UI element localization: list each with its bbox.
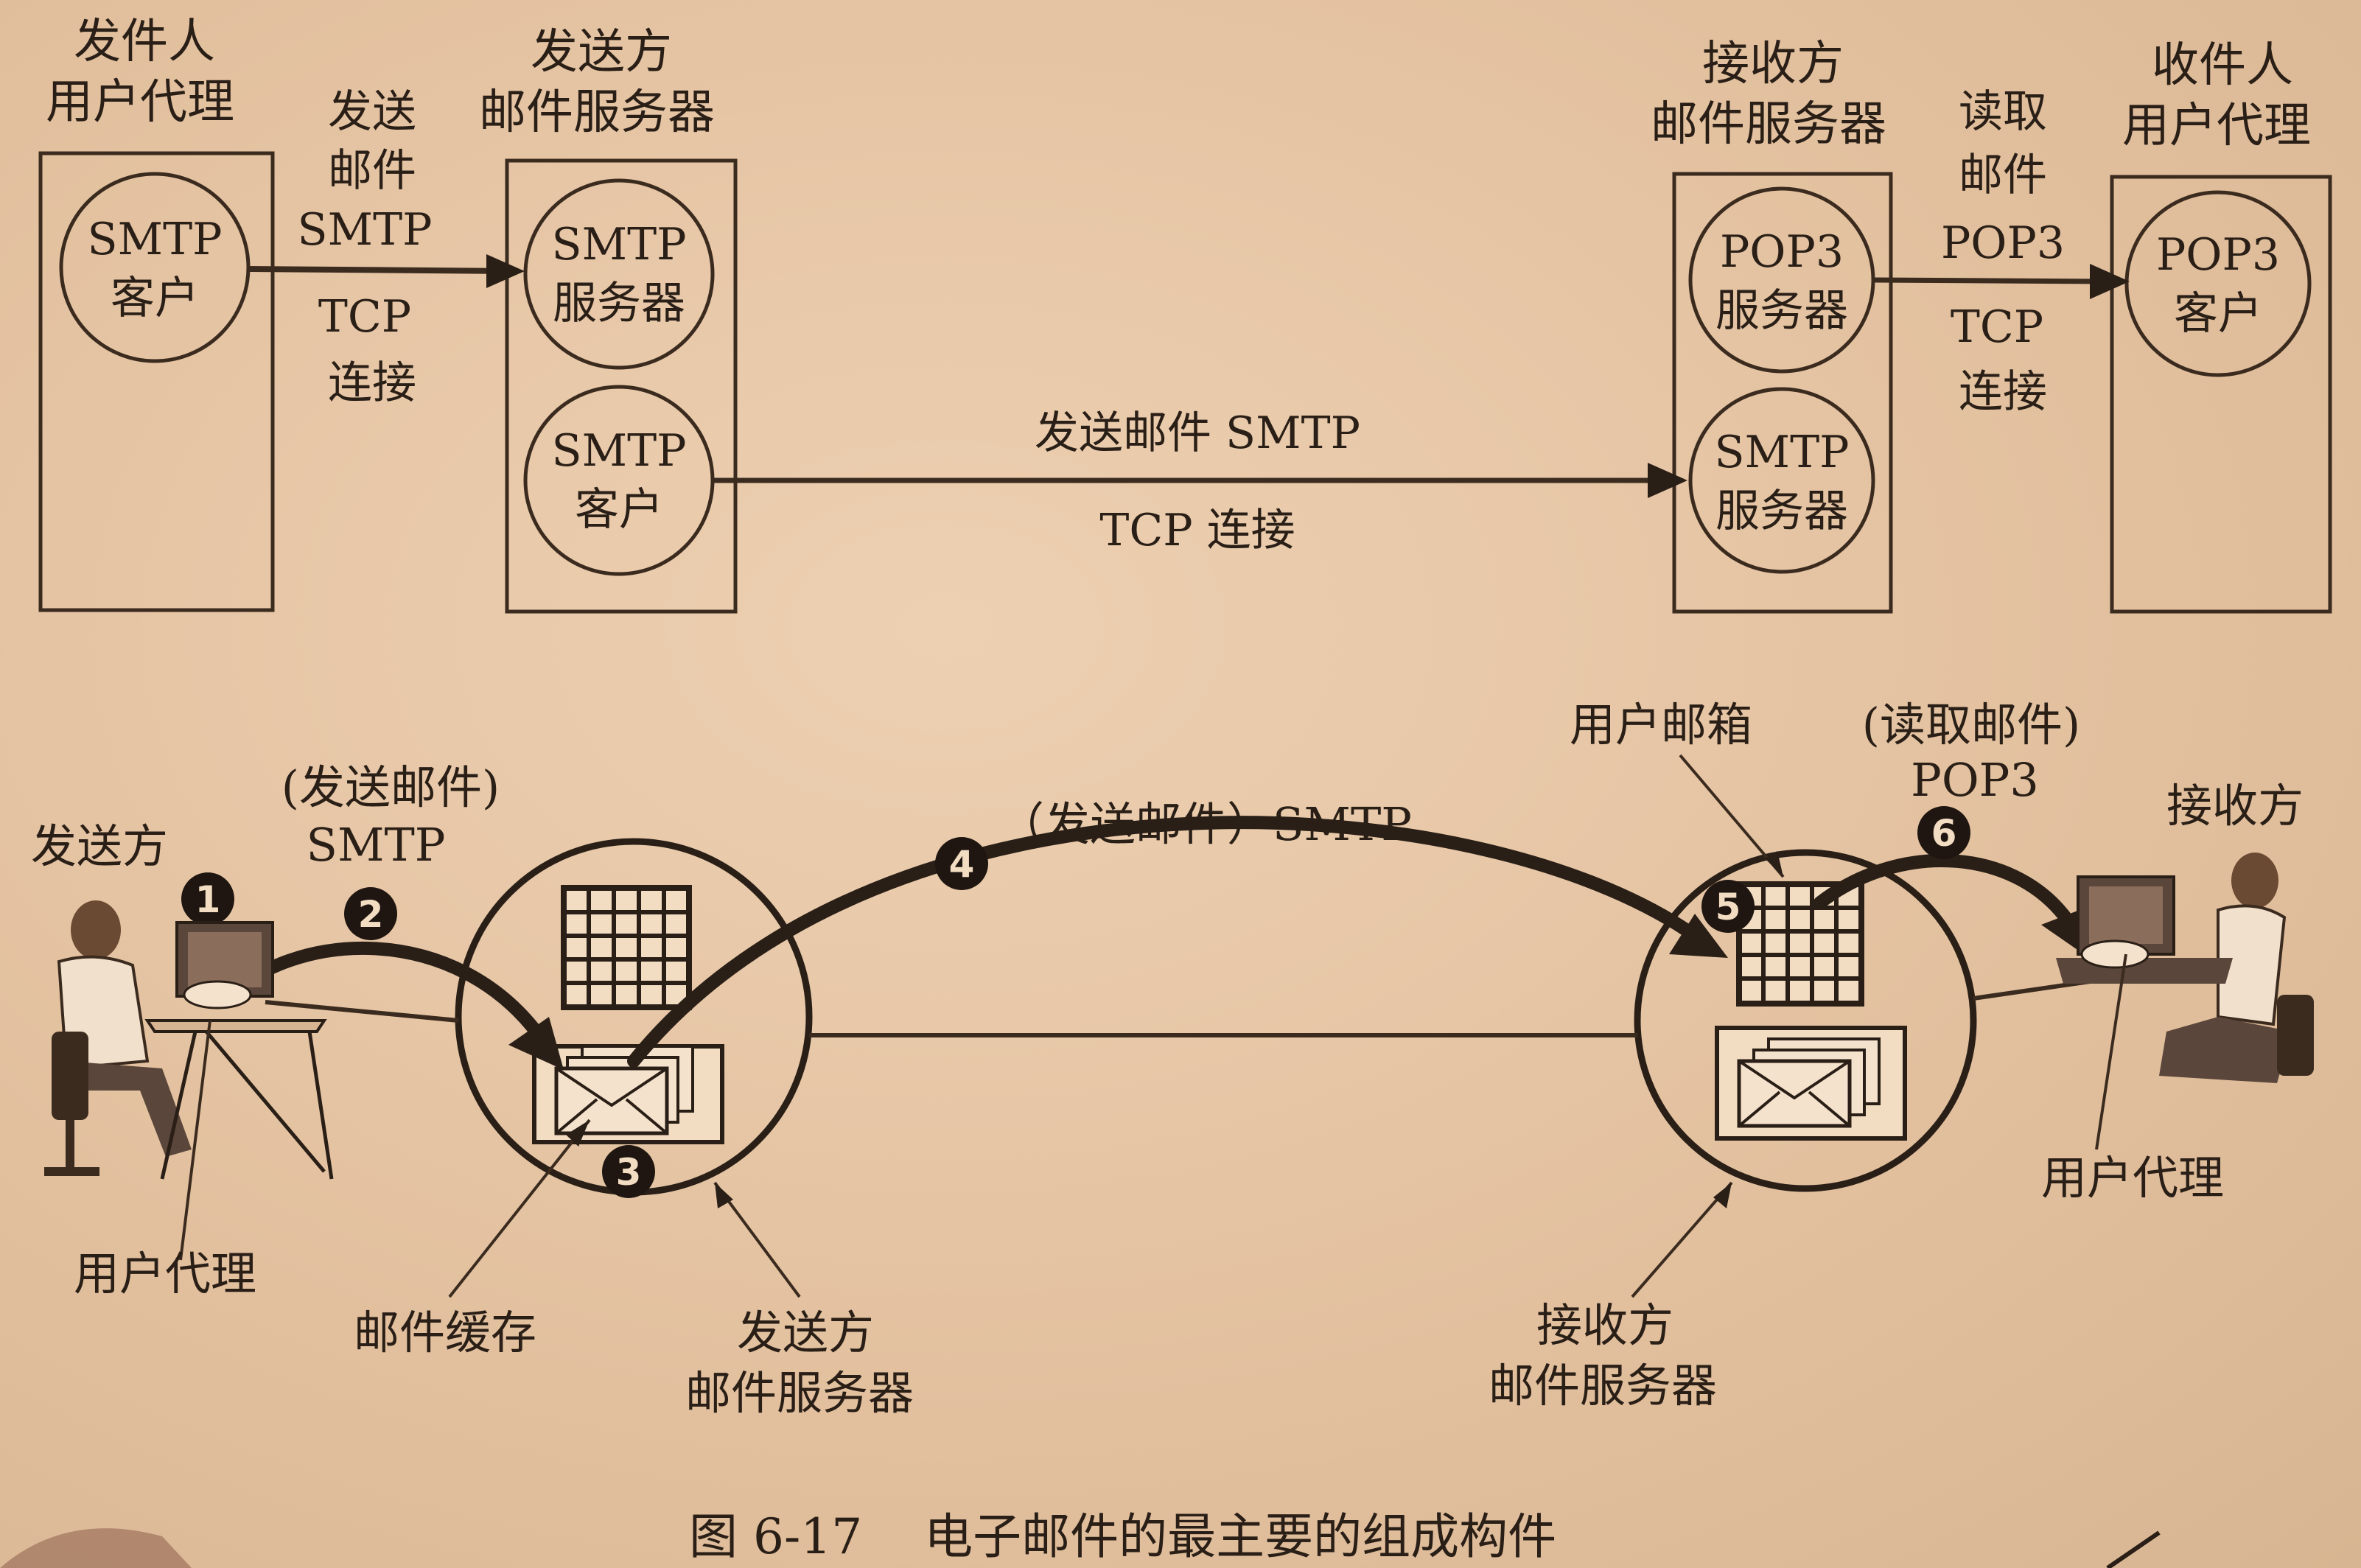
c2-server-label: 服务器	[553, 278, 685, 329]
mailbox-label: 用户邮箱	[1570, 698, 1752, 752]
arrow-step4	[627, 816, 1701, 1068]
col2-title-l2: 邮件服务器	[479, 85, 715, 140]
link3-read: 读取	[1959, 86, 2047, 138]
c3b-smtp-label: SMTP	[1715, 427, 1850, 478]
sender-person-icon	[44, 900, 192, 1176]
receiver-mail-cache-icon	[1715, 1026, 1907, 1141]
link1-tcp: TCP	[318, 291, 411, 343]
receiver-server-circle	[1634, 849, 1977, 1192]
receiver-computer-icon	[2056, 875, 2233, 984]
pop3-client-circle-4	[2124, 190, 2312, 377]
col2-title-l1: 发送方	[531, 25, 672, 80]
col1-title-l1: 发件人	[74, 15, 215, 69]
read-mail-l2: POP3	[1911, 753, 2039, 807]
link3-pop3: POP3	[1941, 217, 2065, 269]
pointer-user-agent-right	[2095, 953, 2127, 1150]
sender-user-agent-box	[38, 151, 275, 612]
smtp-server-circle-2	[523, 178, 715, 370]
smtp-arrow-1	[248, 266, 519, 275]
pointer-mail-cache	[448, 1119, 591, 1298]
c4-pop3-label: POP3	[2156, 229, 2280, 281]
arrow-step6	[1813, 854, 2077, 931]
c1-smtp-label: SMTP	[88, 214, 223, 265]
send-mail-1-l1: (发送邮件)	[281, 760, 500, 814]
c2b-client-label: 客户	[575, 484, 663, 536]
send-mail-2: （发送邮件）SMTP	[998, 797, 1412, 851]
receiver-label: 接收方	[2166, 779, 2304, 833]
link2-bottom: TCP 连接	[1099, 505, 1295, 556]
pointer-receiver-server	[1631, 1181, 1733, 1298]
smtp-server-circle-3	[1688, 387, 1875, 574]
client-to-server-line	[265, 1000, 459, 1023]
pop3-server-circle-3	[1688, 186, 1875, 374]
link1-send: 发送	[328, 86, 416, 138]
col4-title-l2: 用户代理	[2122, 99, 2311, 153]
user-agent-right-label: 用户代理	[2041, 1151, 2224, 1205]
link2-top: 发送邮件 SMTP	[1035, 407, 1360, 459]
pen-mark	[2106, 1530, 2161, 1568]
c3-pop3-label: POP3	[1720, 226, 1844, 278]
user-agent-left-label: 用户代理	[74, 1247, 256, 1301]
svg-text:5: 5	[1715, 886, 1741, 928]
col3-title-l1: 接收方	[1702, 37, 1844, 91]
step-badge-5: 5	[1701, 880, 1755, 933]
c2-smtp-label: SMTP	[552, 219, 687, 270]
read-mail-l1: (读取邮件)	[1862, 698, 2080, 752]
pointer-mailbox	[1679, 754, 1785, 878]
recipient-user-agent-box	[2110, 175, 2332, 614]
svg-text:1: 1	[195, 878, 221, 921]
step-badge-4: 4	[935, 837, 988, 890]
step-badge-3: 3	[602, 1145, 655, 1198]
sender-label: 发送方	[31, 819, 168, 873]
svg-text:3: 3	[616, 1151, 642, 1194]
svg-text:2: 2	[358, 893, 384, 936]
figure-caption: 图 6-17 电子邮件的最主要的组成构件	[689, 1508, 1556, 1565]
link3-mail: 邮件	[1959, 150, 2047, 201]
pointer-user-agent-left	[179, 1020, 211, 1261]
link3-conn: 连接	[1959, 366, 2047, 418]
col4-title-l1: 收件人	[2152, 38, 2293, 93]
sender-mail-server-box	[505, 158, 738, 614]
smtp-client-circle-1	[59, 172, 251, 363]
pop3-arrow	[1872, 277, 2110, 284]
col3-title-l2: 邮件服务器	[1651, 97, 1886, 152]
receiver-person-icon	[2159, 853, 2314, 1083]
send-mail-1-l2: SMTP	[306, 818, 445, 872]
sender-mail-cache-icon	[532, 1044, 724, 1144]
step-badge-2: 2	[344, 887, 397, 940]
step-badge-6: 6	[1917, 806, 1970, 859]
c4-client-label: 客户	[2174, 288, 2262, 340]
step-badge-1: 1	[181, 872, 234, 925]
mail-cache-label: 邮件缓存	[354, 1306, 536, 1359]
receiver-server-l1: 接收方	[1536, 1298, 1673, 1352]
link1-mail: 邮件	[328, 145, 416, 197]
sender-grid-icon	[561, 885, 692, 1010]
sender-server-l2: 邮件服务器	[685, 1366, 914, 1420]
svg-text:6: 6	[1931, 812, 1957, 855]
c3-server-label: 服务器	[1715, 285, 1848, 337]
col1-title-l2: 用户代理	[46, 75, 234, 130]
link1-conn: 连接	[328, 357, 416, 409]
c1-client-label: 客户	[111, 273, 199, 324]
sender-server-l1: 发送方	[737, 1306, 874, 1359]
c3b-server-label: 服务器	[1715, 486, 1848, 537]
smtp-client-circle-2	[523, 385, 715, 576]
link1-smtp: SMTP	[298, 204, 433, 256]
mailbox-grid-icon	[1736, 881, 1864, 1007]
receiver-mail-server-box	[1672, 172, 1893, 614]
c2b-smtp-label: SMTP	[552, 425, 687, 477]
receiver-server-l2: 邮件服务器	[1489, 1359, 1717, 1413]
svg-text:4: 4	[949, 843, 975, 886]
link3-tcp: TCP	[1951, 301, 2043, 353]
sender-computer-icon	[144, 921, 334, 1180]
corner-shadow	[0, 1528, 192, 1568]
